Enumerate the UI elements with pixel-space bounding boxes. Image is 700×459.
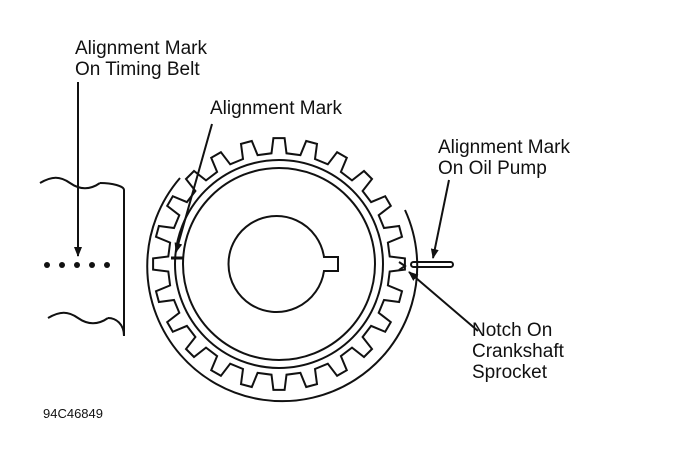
sprocket-hub-inner-ring: [182, 167, 376, 361]
belt-top-break: [39, 176, 101, 190]
arrow-oil-pump-mark: [430, 179, 450, 259]
label-oil-pump-mark: Alignment Mark On Oil Pump: [438, 137, 570, 179]
timing-belt: [39, 176, 125, 337]
belt-dot: [89, 262, 95, 268]
sprocket-teeth: [152, 137, 406, 391]
sprocket-bore-keyway: [227, 215, 339, 313]
belt-edge-top: [99, 182, 125, 191]
belt-alignment-dots: [44, 262, 110, 268]
oil-pump-alignment-mark: [410, 261, 454, 268]
belt-bottom-break: [47, 311, 109, 325]
belt-dot: [59, 262, 65, 268]
label-crankshaft-notch: Notch On Crankshaft Sprocket: [472, 320, 564, 383]
arrow-notch: [408, 271, 479, 332]
belt-edge-bottom: [107, 317, 125, 337]
crankshaft-notch: [398, 261, 407, 271]
figure-code: 94C46849: [43, 406, 103, 421]
arrow-sprocket-mark: [174, 123, 213, 253]
belt-dot: [74, 262, 80, 268]
label-timing-belt-mark: Alignment Mark On Timing Belt: [75, 38, 207, 80]
belt-dot: [44, 262, 50, 268]
oil-pump-outline: [146, 177, 419, 403]
label-sprocket-mark: Alignment Mark: [210, 98, 342, 119]
sprocket-hub-outer-ring: [174, 159, 384, 369]
belt-dot: [104, 262, 110, 268]
